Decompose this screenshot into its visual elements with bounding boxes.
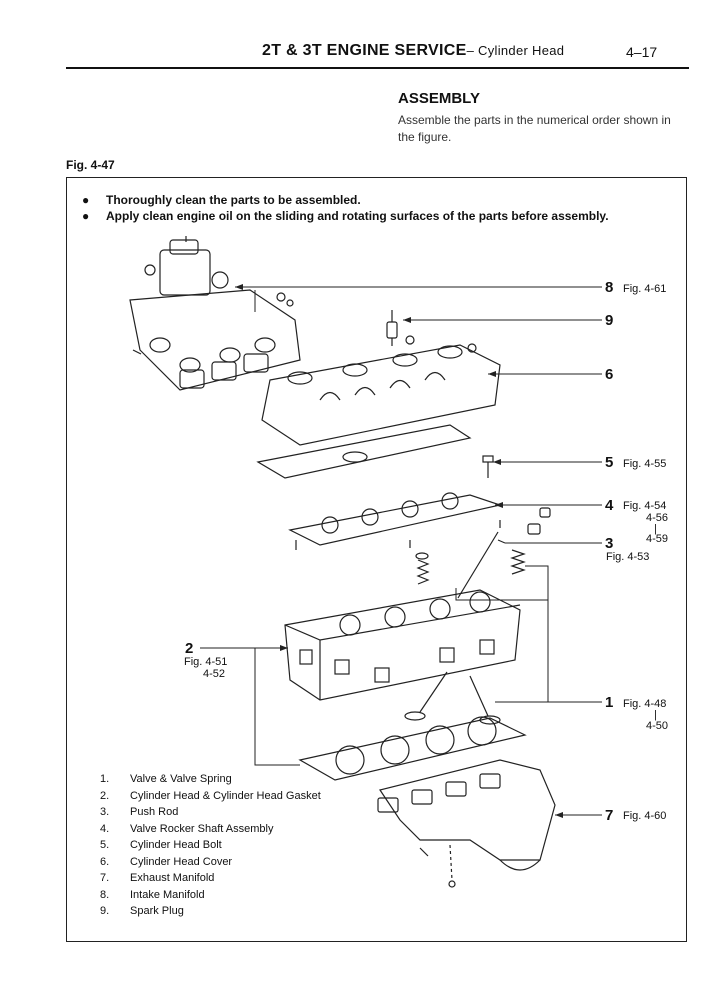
callout-2: 2 xyxy=(185,640,194,657)
part-number: 3. xyxy=(100,806,110,818)
parts-list-item: 3. Push Rod xyxy=(100,804,321,821)
callout-1-ref2: 4-50 xyxy=(646,720,669,732)
section-body: Assemble the parts in the numerical orde… xyxy=(398,113,671,144)
part-name: Intake Manifold xyxy=(130,888,205,901)
note-bullet: ● xyxy=(82,209,90,223)
parts-list-item: 9. Spark Plug xyxy=(100,903,321,920)
callout-6: 6 xyxy=(605,366,614,383)
header-title-main: 2T & 3T ENGINE SERVICE xyxy=(262,42,467,59)
callout-3-ref: Fig. 4-53 xyxy=(606,551,650,563)
callout-3: 3 xyxy=(605,535,614,552)
page-header-title: 2T & 3T ENGINE SERVICE– Cylinder Head xyxy=(262,42,564,60)
figure-frame xyxy=(66,177,687,942)
parts-list-item: 6. Cylinder Head Cover xyxy=(100,854,321,871)
callout-9: 9 xyxy=(605,312,614,329)
part-number: 1. xyxy=(100,773,110,785)
part-name: Exhaust Manifold xyxy=(130,872,215,884)
callout-5: 5 xyxy=(605,454,614,471)
cylinder-head-cover-illustration xyxy=(261,335,501,446)
header-title-sub: – Cylinder Head xyxy=(466,43,565,58)
callout-1-ref: Fig. 4-48 xyxy=(623,698,667,710)
callout-7: 7 xyxy=(605,807,614,824)
callout-8-ref: Fig. 4-61 xyxy=(623,283,667,295)
page-number: 4–17 xyxy=(626,44,658,60)
part-name: Cylinder Head Bolt xyxy=(130,839,222,851)
part-number: 2. xyxy=(100,789,110,802)
note-1: Thoroughly clean the parts to be assembl… xyxy=(106,193,361,207)
section-title: ASSEMBLY xyxy=(398,90,480,107)
callout-4-dash: | xyxy=(654,523,657,535)
rocker-shaft-illustration xyxy=(288,492,551,550)
parts-list-item: 1. Valve & Valve Spring xyxy=(100,771,321,788)
part-name: Cylinder Head & Cylinder Head Gasket xyxy=(130,789,321,802)
parts-list-item: 2. Cylinder Head & Cylinder Head Gasket xyxy=(100,788,321,805)
part-name: Valve & Valve Spring xyxy=(130,773,232,785)
part-name: Valve Rocker Shaft Assembly xyxy=(130,822,274,835)
part-number: 9. xyxy=(100,905,110,917)
cylinder-head-illustration xyxy=(284,589,521,701)
intake-manifold-illustration xyxy=(129,236,301,391)
spark-plug-illustration xyxy=(386,310,398,346)
part-number: 4. xyxy=(100,822,110,835)
exhaust-manifold-illustration xyxy=(377,759,556,888)
push-rod-illustration xyxy=(457,531,499,599)
callout-1: 1 xyxy=(605,694,614,711)
part-name: Spark Plug xyxy=(130,905,184,917)
parts-list-item: 8. Intake Manifold xyxy=(100,887,321,904)
leader-line-3-tail xyxy=(497,539,506,544)
parts-list-item: 5. Cylinder Head Bolt xyxy=(100,837,321,854)
callout-2-ref: Fig. 4-51 xyxy=(184,656,228,668)
parts-list: 1. Valve & Valve Spring 2. Cylinder Head &… xyxy=(100,771,321,920)
parts-list-item: 4. Valve Rocker Shaft Assembly xyxy=(100,821,321,838)
part-name: Cylinder Head Cover xyxy=(130,855,233,868)
callout-1-dash: | xyxy=(654,709,657,721)
callout-2-ref2: 4-52 xyxy=(203,668,226,680)
header-rule xyxy=(66,67,689,69)
cover-gasket-illustration xyxy=(256,424,472,479)
note-bullet: ● xyxy=(82,193,90,207)
callout-8: 8 xyxy=(605,279,614,296)
part-number: 8. xyxy=(100,888,110,901)
callout-4: 4 xyxy=(605,497,614,514)
callout-5-ref: Fig. 4-55 xyxy=(623,458,667,470)
head-gasket-illustration xyxy=(298,716,527,781)
callout-4-ref2: 4-56 xyxy=(646,512,669,524)
head-bolt-illustration xyxy=(482,455,494,478)
leader-line-1 xyxy=(525,565,602,703)
leader-line-1-upper xyxy=(455,588,548,601)
part-number: 6. xyxy=(100,855,110,868)
part-number: 5. xyxy=(100,839,110,851)
figure-label: Fig. 4-47 xyxy=(66,158,115,172)
part-name: Push Rod xyxy=(130,806,179,818)
callout-4-ref3: 4-59 xyxy=(646,533,669,545)
parts-list-item: 7. Exhaust Manifold xyxy=(100,870,321,887)
valve-spring-illustration xyxy=(415,549,526,585)
leader-line-2 xyxy=(200,647,300,766)
note-2: Apply clean engine oil on the sliding an… xyxy=(106,209,609,223)
part-number: 7. xyxy=(100,872,110,884)
callout-4-ref: Fig. 4-54 xyxy=(623,500,667,512)
callout-7-ref: Fig. 4-60 xyxy=(623,810,667,822)
